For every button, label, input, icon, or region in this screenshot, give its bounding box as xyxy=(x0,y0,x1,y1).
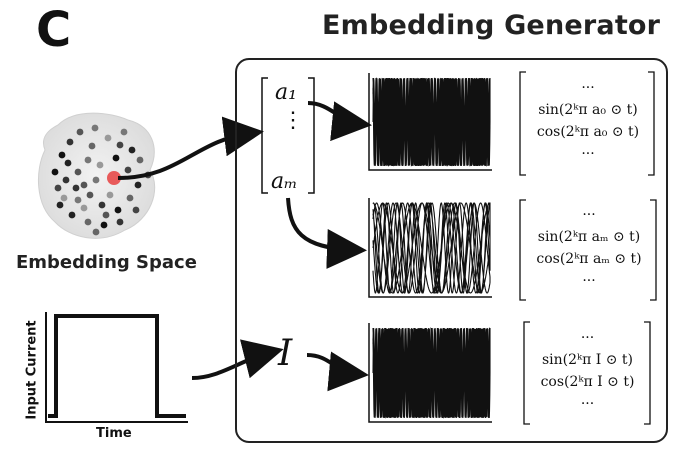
oscillation-plot-I xyxy=(368,323,492,423)
encoding-bracket-left-3 xyxy=(523,321,530,425)
embedding-generator-title: Embedding Generator xyxy=(322,10,661,41)
embedding-point xyxy=(124,166,132,174)
encoding-bracket-left-2 xyxy=(519,199,526,301)
embedding-point xyxy=(51,168,59,176)
embedding-point xyxy=(72,184,80,192)
embedding-point xyxy=(102,211,110,219)
embedding-point xyxy=(56,201,64,209)
panel-letter: C xyxy=(36,2,72,58)
vector-entry-am: aₘ xyxy=(271,169,298,194)
embedding-point xyxy=(54,184,62,192)
embedding-point xyxy=(120,128,128,136)
selected-embedding-point xyxy=(107,171,121,185)
oscillation-plot-am xyxy=(368,198,492,298)
embedding-point xyxy=(132,206,140,214)
oscillation-plot-a1 xyxy=(368,73,492,171)
embedding-point xyxy=(92,228,100,236)
encoding-ellipsis-bottom: ··· xyxy=(582,273,596,289)
embedding-point xyxy=(86,191,94,199)
arrow-I-to-plot xyxy=(306,351,369,392)
encoding-ellipsis-bottom: ··· xyxy=(580,396,595,412)
embedding-point xyxy=(64,159,72,167)
embedding-point xyxy=(114,206,122,214)
arrow-point-to-vector xyxy=(117,116,264,180)
time-axis-label: Time xyxy=(96,426,132,441)
encoding-ellipsis-top: ··· xyxy=(580,330,595,346)
embedding-point xyxy=(98,201,106,209)
embedding-point xyxy=(84,156,92,164)
embedding-point xyxy=(106,191,114,199)
input-current-plot xyxy=(45,312,188,423)
vector-entry-a1: a₁ xyxy=(275,80,297,105)
embedding-point xyxy=(104,134,112,142)
embedding-generator-box xyxy=(235,58,668,443)
encoding-sin: sin(2ᵏπ I ⊙ t) xyxy=(541,352,634,368)
encoding-ellipsis-bottom: ··· xyxy=(581,146,595,162)
encoding-block-am: ··· sin(2ᵏπ aₘ ⊙ t) cos(2ᵏπ aₘ ⊙ t) ··· xyxy=(527,204,651,292)
embedding-point xyxy=(134,181,142,189)
embedding-point xyxy=(84,218,92,226)
encoding-cos: cos(2ᵏπ I ⊙ t) xyxy=(540,374,635,390)
encoding-bracket-right-1 xyxy=(648,71,655,176)
embedding-space-label: Embedding Space xyxy=(16,252,197,273)
embedding-point xyxy=(136,156,144,164)
embedding-point xyxy=(92,176,100,184)
embedding-point xyxy=(76,128,84,136)
encoding-bracket-left-1 xyxy=(519,71,526,176)
embedding-point xyxy=(80,181,88,189)
input-symbol-I: I xyxy=(278,333,293,374)
arrow-am-to-plot xyxy=(286,197,367,269)
arrow-a1-to-plot xyxy=(307,101,372,142)
embedding-point xyxy=(62,176,70,184)
vector-ellipsis: ⋮ xyxy=(282,108,304,133)
embedding-point xyxy=(60,194,68,202)
vector-bracket-left xyxy=(261,77,268,194)
embedding-point xyxy=(88,142,96,150)
embedding-point xyxy=(96,161,104,169)
embedding-point xyxy=(128,146,136,154)
encoding-cos: cos(2ᵏπ aₘ ⊙ t) xyxy=(536,251,642,267)
embedding-point xyxy=(80,204,88,212)
embedding-point xyxy=(91,124,99,132)
embedding-point xyxy=(100,221,108,229)
arrow-input-to-I xyxy=(191,339,284,380)
encoding-ellipsis-top: ··· xyxy=(581,80,595,96)
embedding-space-cloud xyxy=(37,112,156,239)
embedding-point xyxy=(112,154,120,162)
embedding-point xyxy=(116,218,124,226)
embedding-points xyxy=(51,124,152,236)
embedding-point xyxy=(74,168,82,176)
encoding-ellipsis-top: ··· xyxy=(582,207,596,223)
encoding-cos: cos(2ᵏπ a₀ ⊙ t) xyxy=(536,124,640,140)
encoding-sin: sin(2ᵏπ aₘ ⊙ t) xyxy=(537,229,641,245)
encoding-sin: sin(2ᵏπ a₀ ⊙ t) xyxy=(538,102,638,118)
vector-bracket-right xyxy=(308,77,315,194)
encoding-bracket-right-3 xyxy=(644,321,651,425)
embedding-point xyxy=(68,211,76,219)
encoding-block-I: ··· sin(2ᵏπ I ⊙ t) cos(2ᵏπ I ⊙ t) ··· xyxy=(531,327,644,415)
embedding-point xyxy=(58,151,66,159)
embedding-point xyxy=(74,196,82,204)
encoding-bracket-right-2 xyxy=(650,199,657,301)
embedding-point xyxy=(126,194,134,202)
embedding-point xyxy=(66,138,74,146)
input-current-axis-label: Input Current xyxy=(24,320,40,420)
embedding-point xyxy=(116,141,124,149)
encoding-block-a0: ··· sin(2ᵏπ a₀ ⊙ t) cos(2ᵏπ a₀ ⊙ t) ··· xyxy=(527,77,649,165)
